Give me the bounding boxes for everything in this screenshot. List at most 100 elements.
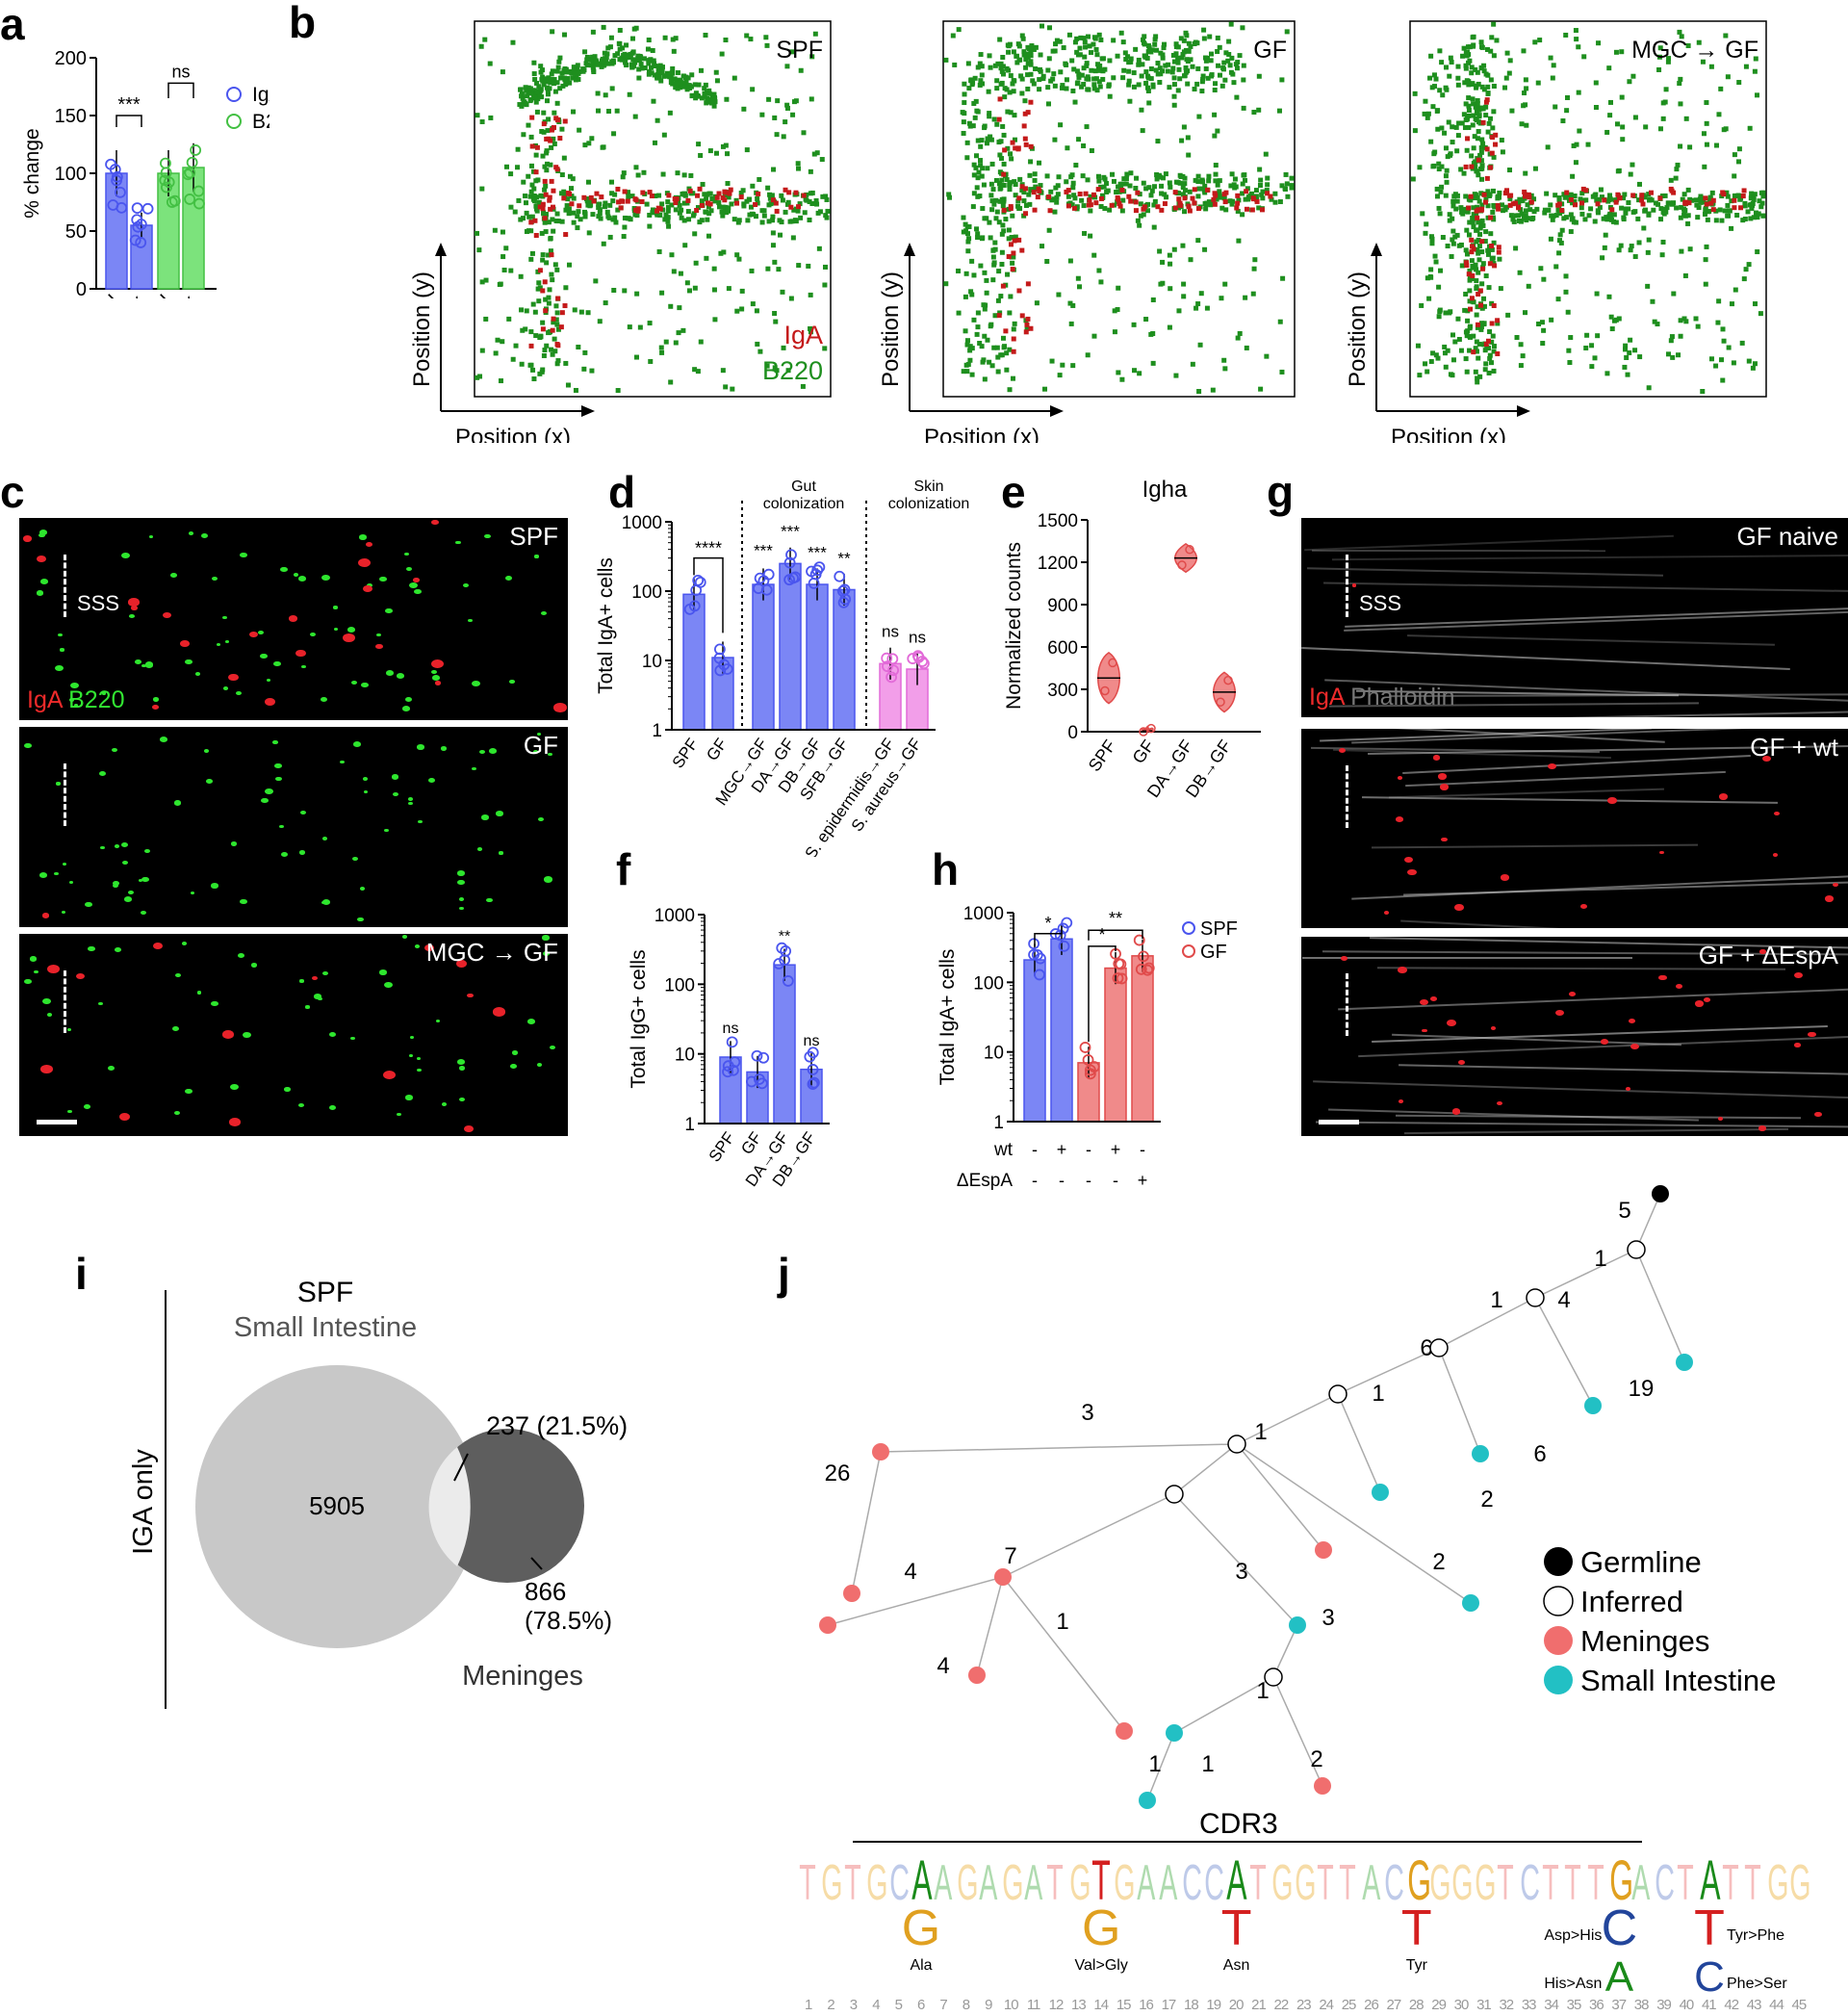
marker — [555, 343, 561, 349]
tissue-fiber — [1301, 646, 1790, 671]
marker — [780, 197, 785, 203]
marker — [704, 255, 709, 261]
marker — [1183, 65, 1189, 70]
marker — [1008, 242, 1014, 247]
marker — [609, 179, 615, 185]
bar — [806, 583, 829, 731]
marker — [1181, 124, 1187, 130]
marker — [982, 333, 988, 339]
marker — [788, 296, 794, 301]
marker — [1613, 49, 1619, 55]
marker — [501, 268, 507, 273]
tree-node — [872, 1443, 889, 1460]
marker — [641, 56, 647, 62]
marker — [759, 112, 765, 117]
tree-edge — [1635, 1193, 1661, 1251]
marker — [1475, 215, 1480, 220]
marker — [513, 343, 519, 349]
marker — [703, 209, 708, 215]
marker — [570, 176, 576, 182]
marker — [1526, 192, 1531, 197]
marker — [1489, 300, 1495, 306]
marker — [1222, 366, 1228, 372]
marker — [557, 136, 563, 142]
edge-label: 26 — [825, 1460, 851, 1486]
marker — [538, 87, 544, 92]
marker — [554, 211, 560, 217]
significance-label: * — [1098, 925, 1105, 944]
marker — [823, 194, 829, 199]
edge-label: 19 — [1629, 1376, 1655, 1402]
row-label: IGA only — [128, 1449, 159, 1555]
marker — [985, 136, 990, 142]
marker — [1016, 237, 1022, 243]
edge-label: 4 — [937, 1653, 949, 1679]
marker — [1186, 204, 1192, 210]
position-label: 31 — [1476, 1997, 1492, 2013]
marker — [1089, 50, 1094, 56]
marker — [1037, 160, 1042, 166]
marker — [1502, 191, 1508, 196]
b220-cell — [391, 774, 399, 780]
marker — [1010, 375, 1015, 381]
marker — [1503, 75, 1509, 81]
marker — [1521, 48, 1527, 54]
marker — [1223, 190, 1229, 195]
marker — [1098, 195, 1104, 201]
marker — [1098, 37, 1104, 42]
marker — [781, 345, 786, 350]
marker — [1442, 350, 1448, 356]
marker — [1463, 260, 1469, 266]
marker — [572, 307, 578, 313]
marker — [577, 203, 582, 209]
marker — [999, 261, 1005, 267]
marker — [1433, 352, 1439, 358]
marker — [1020, 36, 1026, 41]
marker — [1426, 296, 1432, 301]
marker — [588, 194, 594, 200]
data-point — [1112, 972, 1124, 984]
marker — [622, 288, 628, 294]
data-point — [166, 196, 178, 208]
marker — [655, 66, 661, 72]
marker — [1033, 66, 1039, 72]
marker — [1089, 148, 1094, 154]
channel-1: IgA — [27, 686, 69, 713]
marker — [1487, 261, 1493, 267]
marker — [1217, 44, 1222, 50]
marker — [533, 232, 539, 238]
marker — [1452, 339, 1458, 345]
marker — [978, 143, 984, 149]
marker — [1219, 296, 1224, 301]
marker — [971, 317, 977, 323]
marker — [1269, 196, 1274, 202]
marker — [1209, 72, 1215, 78]
marker — [1098, 279, 1104, 285]
marker — [613, 220, 619, 225]
marker — [1478, 326, 1484, 332]
marker — [1618, 243, 1624, 248]
marker — [1116, 201, 1122, 207]
marker — [785, 368, 791, 374]
marker — [1491, 53, 1497, 59]
marker — [1081, 142, 1087, 148]
marker — [573, 77, 578, 83]
significance-label: ns — [723, 1021, 739, 1037]
marker — [1002, 94, 1008, 100]
marker — [1523, 170, 1528, 176]
marker — [1507, 202, 1513, 208]
marker — [1752, 361, 1758, 367]
marker — [994, 78, 1000, 84]
y-axis-label: Position (y) — [409, 271, 435, 387]
marker — [1619, 49, 1625, 55]
marker — [1197, 342, 1203, 348]
marker — [964, 155, 970, 161]
marker — [1106, 83, 1112, 89]
condition-sign: - — [1086, 1171, 1091, 1190]
marker — [1264, 353, 1270, 359]
marker — [1231, 182, 1237, 188]
iga-cell — [1439, 784, 1450, 791]
marker — [695, 193, 701, 198]
marker — [1725, 194, 1731, 199]
